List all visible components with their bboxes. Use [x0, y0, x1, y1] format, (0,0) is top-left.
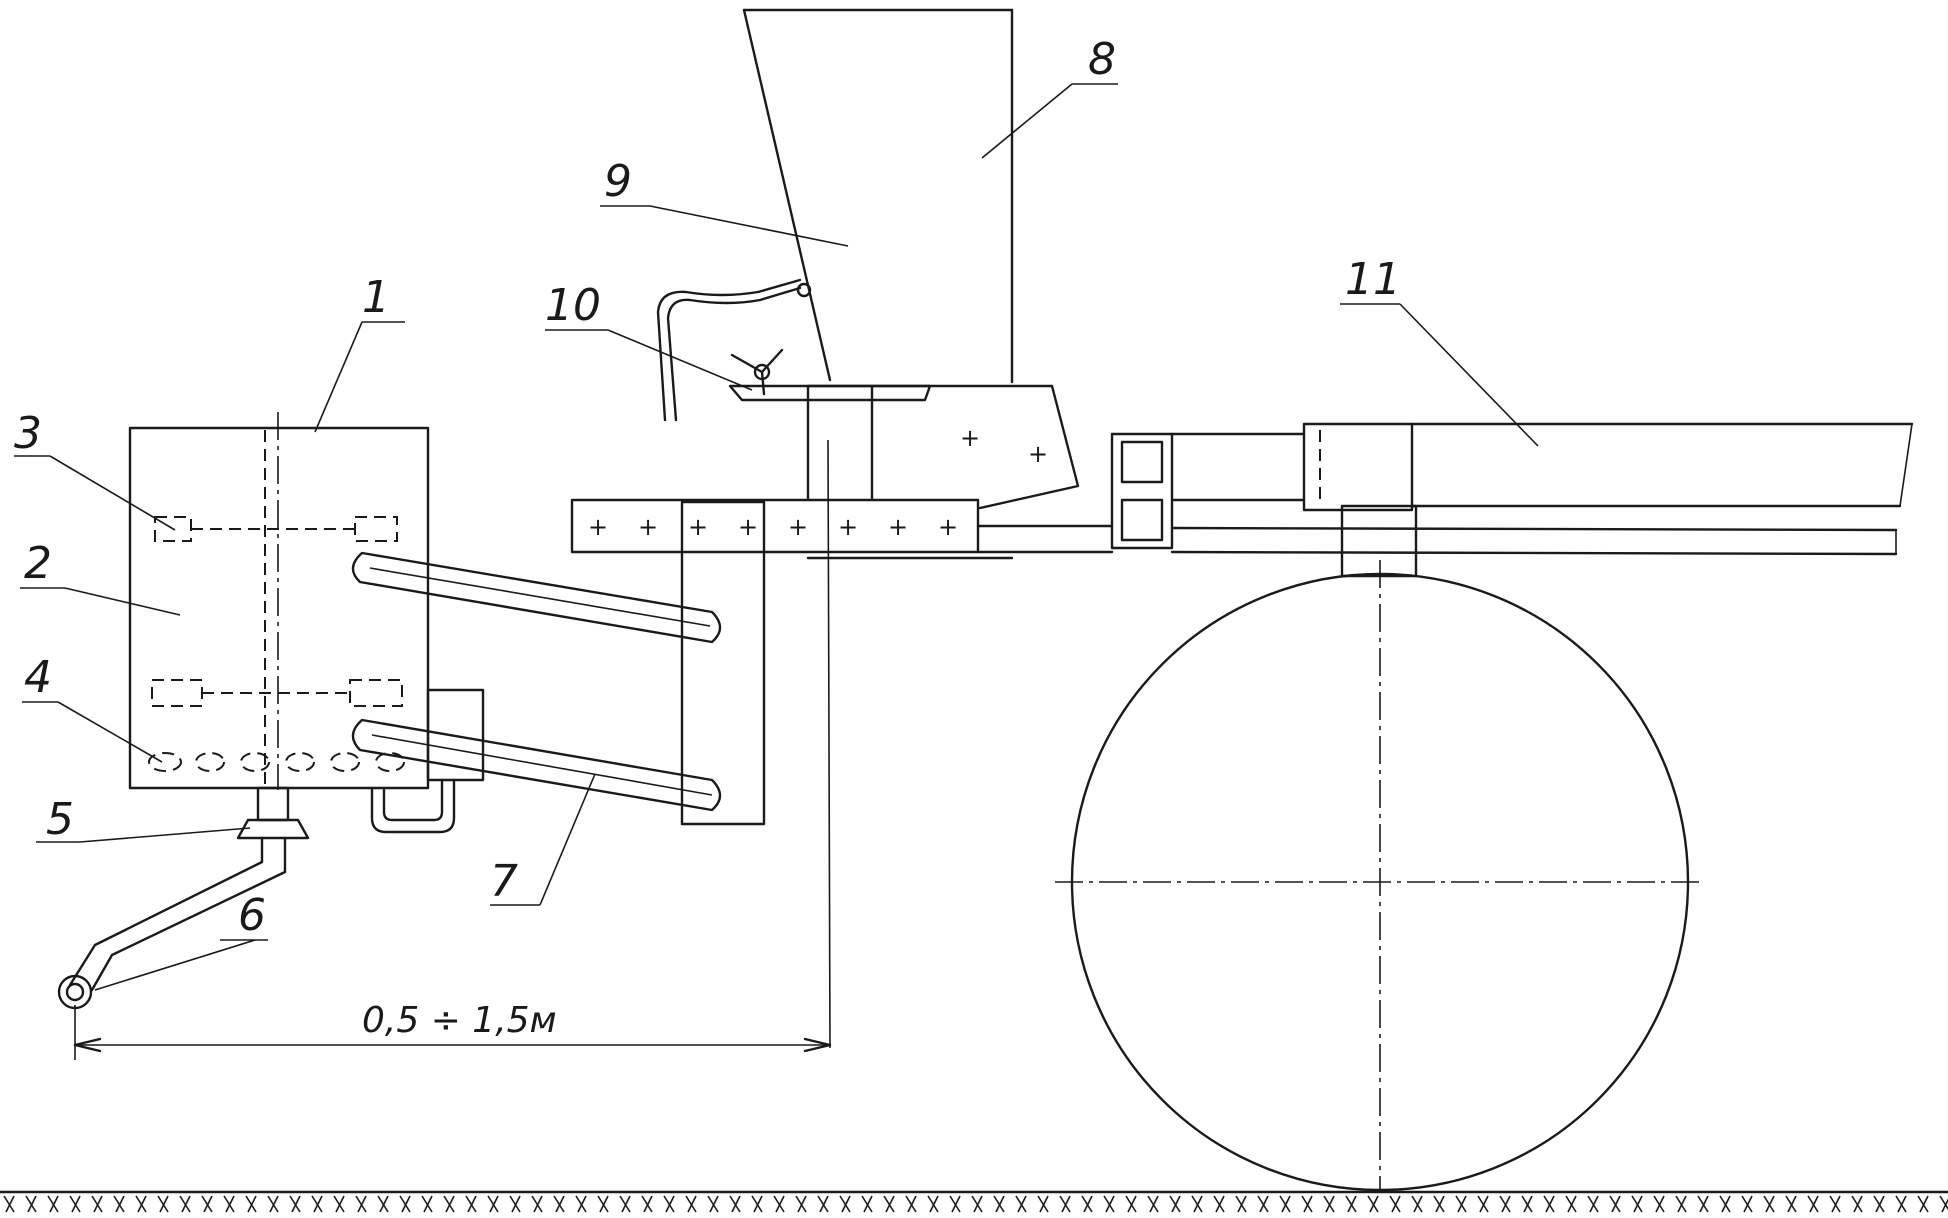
- label-8: 8: [1088, 34, 1116, 85]
- label-3: 3: [14, 408, 42, 459]
- label-1: 1: [362, 272, 390, 323]
- vertical-post: [680, 439, 831, 1049]
- svg-text:+: +: [960, 424, 980, 452]
- tank-body: [128, 412, 485, 834]
- svg-text:+: +: [638, 513, 658, 541]
- link-lower: [351, 718, 722, 812]
- label-10: 10: [545, 280, 601, 331]
- svg-text:+: +: [938, 513, 958, 541]
- rear-frame: [1110, 422, 1914, 578]
- outlet-nozzle: [236, 786, 310, 840]
- svg-text:+: +: [838, 513, 858, 541]
- svg-text:+: +: [588, 513, 608, 541]
- svg-text:+: +: [1028, 440, 1048, 468]
- svg-text:+: +: [688, 513, 708, 541]
- frame-beam: + + + + + + + +: [570, 498, 1114, 560]
- label-11: 11: [1345, 254, 1401, 305]
- wheel: [1055, 560, 1705, 1192]
- callouts: 1 3 2 4 5 6 7 8 9 10: [14, 34, 1539, 991]
- label-4: 4: [24, 652, 52, 703]
- link-upper: [351, 551, 722, 644]
- label-9: 9: [604, 156, 632, 207]
- label-6: 6: [238, 890, 266, 941]
- ground: [0, 1190, 1948, 1213]
- label-5: 5: [46, 794, 74, 845]
- dimension-label: 0,5 ÷ 1,5м: [362, 1000, 557, 1041]
- svg-text:+: +: [788, 513, 808, 541]
- hopper: + +: [656, 8, 1080, 510]
- agitator-chain: [148, 752, 405, 772]
- svg-text:+: +: [888, 513, 908, 541]
- label-7: 7: [490, 856, 518, 907]
- svg-text:+: +: [738, 513, 758, 541]
- dimension-line: 0,5 ÷ 1,5м: [73, 1000, 832, 1060]
- label-2: 2: [24, 538, 52, 589]
